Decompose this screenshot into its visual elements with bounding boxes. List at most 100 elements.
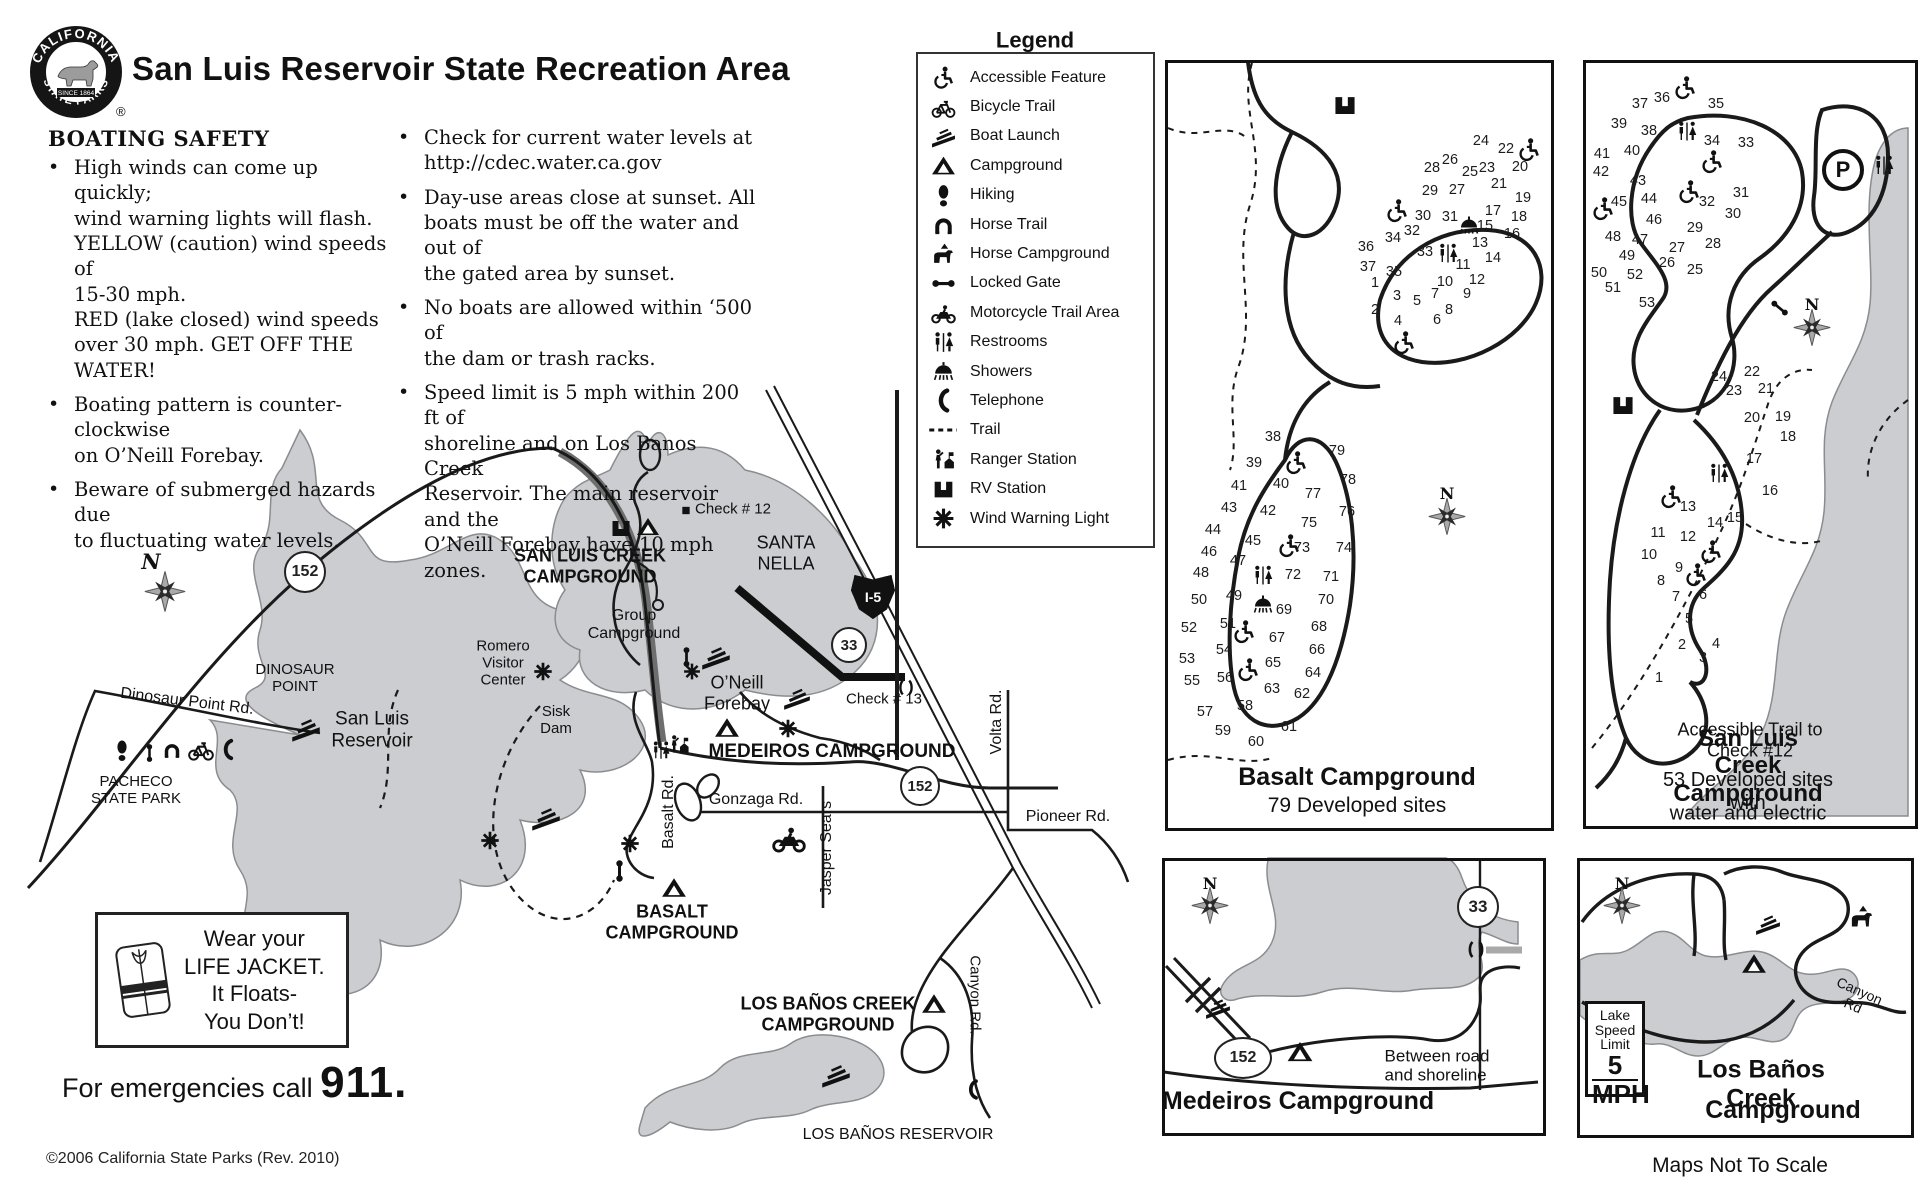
shower-icon [1251, 593, 1275, 622]
tent-icon [661, 875, 687, 906]
site-number: 8 [1444, 302, 1454, 318]
bullet-marker: • [398, 381, 410, 404]
site-number: 75 [1300, 515, 1318, 531]
site-number: 9 [1462, 286, 1472, 302]
horse-camp-icon [1849, 904, 1876, 936]
boat-launch-icon [1205, 995, 1231, 1026]
site-number: 8 [1656, 573, 1666, 589]
map-label: MEDEIROS CAMPGROUND [708, 741, 956, 763]
legend-item-label: Showers [970, 362, 1033, 380]
windlight-icon [532, 661, 554, 688]
bullet-item: •Boating pattern is counter-clockwise on… [48, 392, 398, 468]
map-label: Check # 12 [695, 500, 771, 518]
site-number: 60 [1247, 734, 1265, 750]
boat-launch-icon [291, 714, 321, 749]
site-number: 50 [1190, 592, 1208, 608]
site-number: 13 [1471, 235, 1489, 251]
horseshoe-icon [161, 739, 183, 766]
site-number: 43 [1220, 500, 1238, 516]
site-number: 52 [1626, 267, 1644, 283]
page-title: San Luis Reservoir State Recreation Area [132, 50, 790, 87]
site-number: 62 [1293, 686, 1311, 702]
site-number: 45 [1244, 533, 1262, 549]
site-number: 19 [1774, 409, 1792, 425]
site-number: 72 [1284, 567, 1302, 583]
bullet-marker: • [48, 478, 60, 501]
site-number: 45 [1610, 194, 1628, 210]
legend-item-label: Horse Campground [970, 245, 1110, 263]
bullet-item: •Check for current water levels at http:… [398, 125, 758, 176]
site-number: 36 [1653, 90, 1671, 106]
boat-launch-icon [531, 803, 561, 838]
boating-safety-heading: BOATING SAFETY [48, 126, 270, 151]
telephone-icon [963, 1079, 984, 1105]
site-number: 29 [1686, 220, 1704, 236]
map-label: Basalt Campground [1238, 762, 1476, 791]
map-label: water and electric [1669, 802, 1827, 825]
rv-icon [609, 517, 633, 546]
legend-item: Horse Campground [928, 239, 1145, 268]
map-label: Between road and shoreline [1384, 1046, 1490, 1085]
legend-item: Telephone [928, 386, 1145, 415]
legend-item-label: Locked Gate [970, 274, 1061, 292]
site-number: 47 [1631, 232, 1649, 248]
wheelchair-icon [1391, 330, 1417, 361]
bullet-text: High winds can come up quickly; wind war… [74, 156, 387, 382]
bullet-item: • Day-use areas close at sunset. All boat… [398, 185, 758, 286]
legend-item: Boat Launch [928, 122, 1145, 151]
legend-item: Accessible Feature [928, 63, 1145, 92]
site-number: 15 [1726, 510, 1744, 526]
map-label: BASALT CAMPGROUND [605, 901, 739, 942]
route-shield-152: 152 [284, 551, 326, 593]
map-label: Romero Visitor Center [476, 637, 530, 689]
map-label: Maps Not To Scale [1652, 1154, 1828, 1178]
map-label: O’Neill Forebay [703, 672, 771, 713]
site-number: 30 [1414, 208, 1432, 224]
tent-icon [1741, 951, 1767, 982]
compass-icon [144, 571, 186, 618]
site-number: 31 [1732, 185, 1750, 201]
site-number: 26 [1658, 255, 1676, 271]
boat-launch-icon [821, 1060, 851, 1095]
map-label: Accessible Trail to Check #12 [1677, 719, 1823, 760]
site-number: 25 [1461, 164, 1479, 180]
site-number: 51 [1604, 280, 1622, 296]
site-number: 46 [1200, 544, 1218, 560]
speed-sign-line2: Speed [1594, 1021, 1636, 1038]
tent-icon [714, 715, 740, 746]
site-number: 32 [1698, 194, 1716, 210]
legend-item-label: Ranger Station [970, 450, 1077, 468]
map-label: San Luis Creek Campground [1673, 724, 1823, 807]
legend-item: Bicycle Trail [928, 92, 1145, 121]
legend-item-label: RV Station [970, 480, 1047, 498]
wheelchair-icon [1672, 75, 1698, 106]
legend-item: Trail [928, 416, 1145, 445]
legend-item: Horse Trail [928, 210, 1145, 239]
site-number: 51 [1219, 616, 1237, 632]
bullet-text: Boating pattern is counter-clockwise on … [74, 393, 342, 467]
route-shield-33: 33 [831, 627, 867, 663]
parking-icon: P [1822, 149, 1864, 191]
legend-item-label: Hiking [970, 186, 1015, 204]
site-number: 6 [1432, 312, 1442, 328]
site-number: 34 [1703, 133, 1721, 149]
site-number: 3 [1698, 650, 1708, 666]
speed-sign-line4: 5 [1607, 1050, 1623, 1081]
site-number: 48 [1604, 229, 1622, 245]
site-number: 73 [1293, 540, 1311, 556]
site-number: 36 [1357, 239, 1375, 255]
bullet-marker: • [398, 185, 410, 208]
site-number: 4 [1393, 313, 1403, 329]
site-number: 2 [1677, 637, 1687, 653]
bullet-text: Day-use areas close at sunset. All boats… [424, 185, 756, 285]
site-number: 32 [1403, 223, 1421, 239]
site-number: 30 [1724, 206, 1742, 222]
site-number: 5 [1412, 293, 1422, 309]
site-number: 1 [1370, 275, 1380, 291]
site-number: 42 [1592, 164, 1610, 180]
locked-gate-icon [135, 743, 160, 763]
site-number: 34 [1384, 230, 1402, 246]
bullet-marker: • [398, 126, 410, 148]
